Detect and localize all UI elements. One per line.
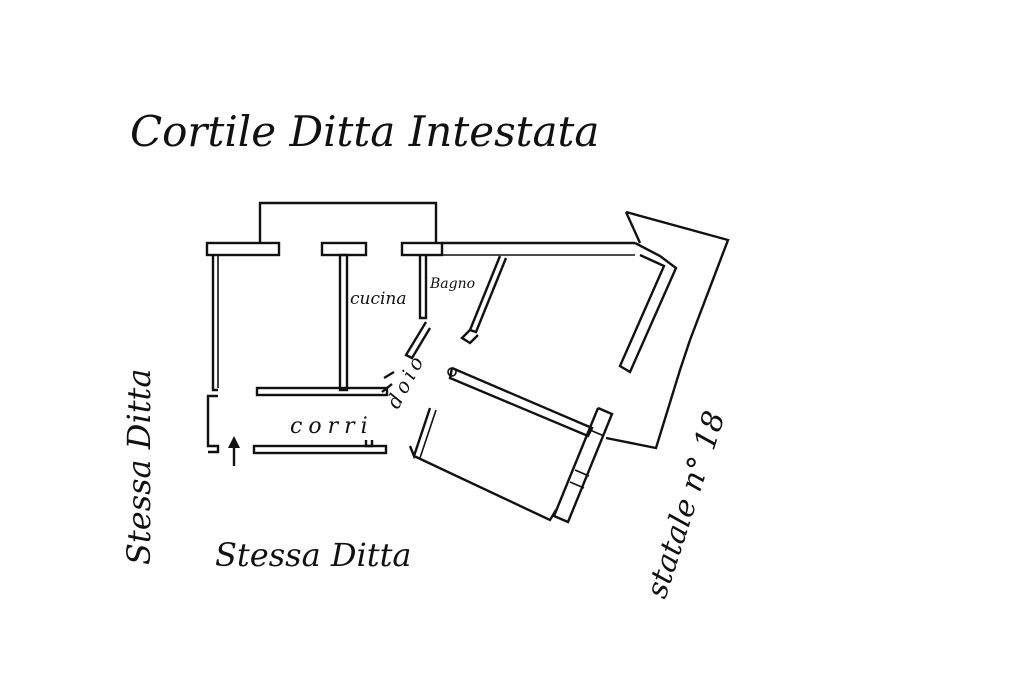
label-road: statale n° 18 [639,407,732,603]
label-corridor-b: doio [381,349,430,413]
label-left-neighbour: Stessa Ditta [120,369,158,566]
label-courtyard: Cortile Ditta Intestata [130,107,599,156]
walls-left-block [205,201,444,455]
arrow-up-icon [228,436,240,466]
walls-right-block [381,210,730,524]
label-bottom-neighbour: Stessa Ditta [215,536,412,574]
label-corridor-a: corri [290,414,374,439]
label-bathroom: Bagno [429,276,475,292]
label-kitchen: cucina [350,289,407,309]
